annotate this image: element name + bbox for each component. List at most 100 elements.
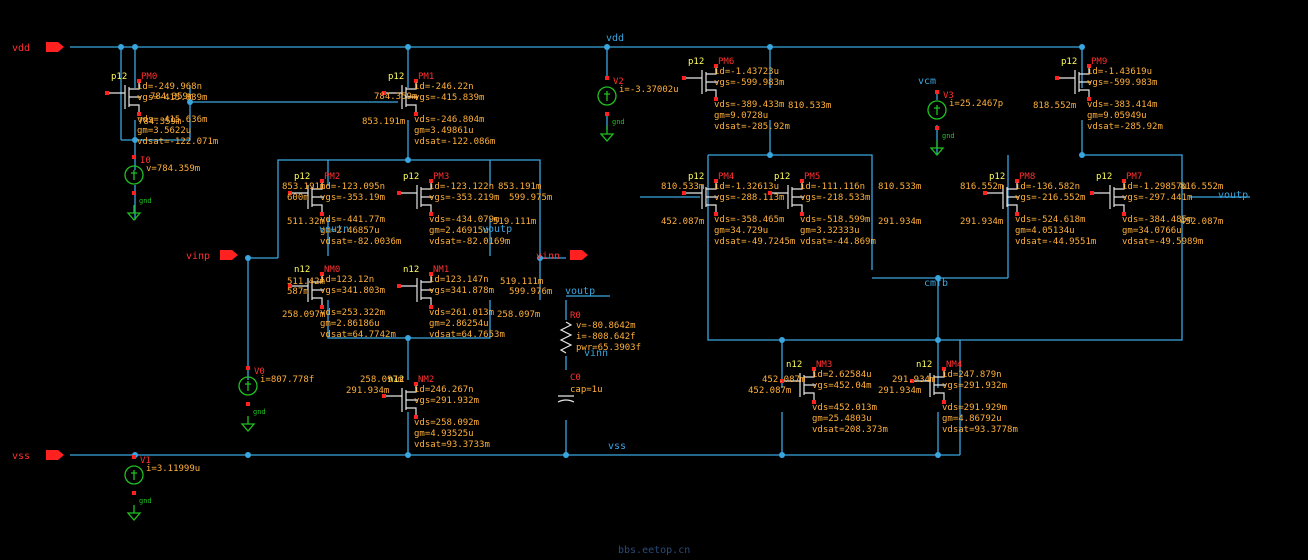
net-label: vinn (584, 348, 608, 359)
port-vss[interactable]: vss (12, 450, 64, 462)
device-name: PM6 (718, 57, 734, 67)
capacitor-name: C0 (570, 373, 581, 383)
source-pin (320, 305, 324, 309)
drain-pin (429, 179, 433, 183)
op-point-value: id=-1.43619u (1087, 67, 1152, 77)
op-point-value: vds=253.322m (320, 308, 385, 318)
op-point-value: vgs=-297.441m (1122, 193, 1192, 203)
port-vdd[interactable]: vdd (12, 42, 64, 54)
source-icon (124, 165, 144, 185)
source-pin (137, 112, 141, 116)
capacitor-c0[interactable]: C0 cap=1u (557, 373, 603, 403)
labels-layer: 784.359m784.359m784.359m853.191m853.191m… (12, 33, 1248, 462)
op-point-value: vds=-415.636m (137, 115, 207, 125)
op-point-value: vgs=452.04m (812, 381, 872, 391)
port-label: vinn (536, 251, 560, 262)
op-point-value: gm=2.46915u (429, 226, 489, 236)
op-point-value: id=-123.122n (429, 182, 494, 192)
device-name: PM8 (1019, 172, 1035, 182)
ground-label: gnd (253, 408, 266, 416)
port-label: vdd (12, 43, 30, 54)
capacitor-value: cap=1u (570, 385, 603, 395)
device-name: NM2 (418, 375, 434, 385)
gate-pin (768, 191, 772, 195)
op-point-value: vgs=291.932m (942, 381, 1007, 391)
device-model: p12 (111, 72, 127, 82)
gate-pin (288, 191, 292, 195)
port-vinn[interactable]: vinn (536, 250, 588, 262)
device-name: PM5 (804, 172, 820, 182)
net-label: vdd (606, 33, 624, 44)
node-voltage: 599.975m (509, 193, 552, 203)
capacitor-icon (557, 395, 575, 403)
op-point-value: id=-1.43723u (714, 67, 779, 77)
op-point-value: vdsat=-82.0036m (320, 237, 401, 247)
port-vinp[interactable]: vinp (186, 250, 238, 262)
drain-pin (137, 79, 141, 83)
op-point-value: vdsat=93.3733m (414, 440, 490, 450)
op-point-value: vds=-384.485m (1122, 215, 1192, 225)
node-voltage: 511.32m (287, 217, 325, 227)
drain-pin (714, 179, 718, 183)
gate-pin (397, 191, 401, 195)
op-point-value: gm=34.0766u (1122, 226, 1182, 236)
op-point-value: vds=-518.599m (800, 215, 870, 225)
node-voltage: 853.191m (498, 182, 541, 192)
resistor-value: v=-80.8642m (576, 321, 636, 331)
node-voltage: 853.191m (282, 182, 325, 192)
device-name: NM3 (816, 360, 832, 370)
source-pin (942, 400, 946, 404)
node-voltage: 258.097m (360, 375, 403, 385)
op-point-value: gm=34.729u (714, 226, 768, 236)
node-voltage: 784.359m (138, 117, 181, 127)
op-point-value: vgs=-415.839m (137, 93, 207, 103)
net-label: voutp (1218, 190, 1248, 201)
pin-icon (46, 42, 64, 52)
op-point-value: vds=291.929m (942, 403, 1007, 413)
ground-icon: gnd (126, 197, 152, 221)
device-name: PM9 (1091, 57, 1107, 67)
watermark: bbs.eetop.cn (618, 545, 690, 556)
source-pin (429, 212, 433, 216)
gate-pin (397, 284, 401, 288)
source-name: V0 (254, 367, 265, 377)
op-point-value: gm=3.5622u (137, 126, 191, 136)
source-name: V3 (943, 91, 954, 101)
node-voltage: 810.533m (788, 101, 831, 111)
op-point-value: vds=-389.433m (714, 100, 784, 110)
net-label: voutp (482, 224, 512, 235)
source-pin (429, 305, 433, 309)
node-voltage: 816.552m (960, 182, 1003, 192)
op-point-value: gm=9.0728u (714, 111, 768, 121)
op-point-value: gm=3.32333u (800, 226, 860, 236)
source-pin (812, 400, 816, 404)
op-point-value: vgs=-353.19m (320, 193, 385, 203)
node-voltage: 853.191m (362, 117, 405, 127)
source-pin (1087, 97, 1091, 101)
op-point-value: id=123.147n (429, 275, 489, 285)
junction-dots (118, 44, 1085, 458)
op-point-value: gm=9.05949u (1087, 111, 1147, 121)
